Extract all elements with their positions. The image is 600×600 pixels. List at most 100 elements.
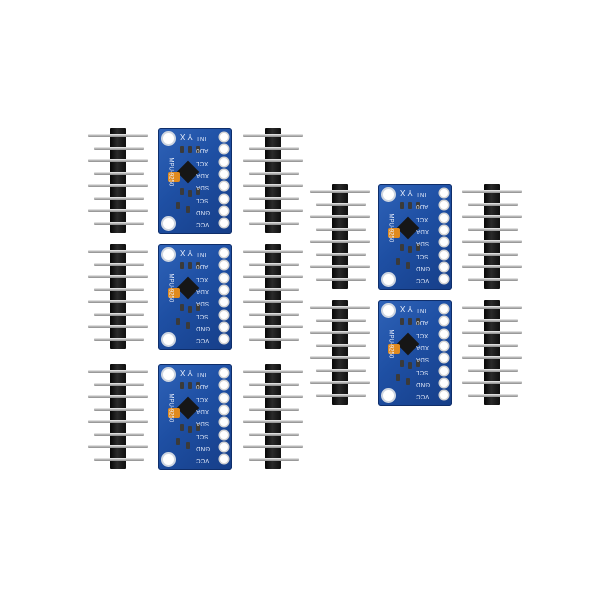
solder-pad bbox=[440, 366, 448, 375]
header-pin bbox=[243, 445, 303, 448]
pin-label: XCL bbox=[416, 331, 429, 338]
pin-header-right-1 bbox=[243, 244, 303, 349]
header-pin bbox=[249, 407, 299, 411]
header-pin bbox=[94, 407, 144, 411]
header-pin bbox=[310, 381, 370, 384]
header-pin bbox=[316, 277, 366, 281]
pin-label: SCL bbox=[196, 196, 209, 203]
solder-pad bbox=[220, 335, 228, 344]
pin-label: SDA bbox=[416, 240, 429, 247]
header-plastic-strip bbox=[265, 364, 281, 469]
mounting-hole bbox=[163, 133, 174, 144]
smd-component bbox=[188, 382, 192, 389]
header-pin bbox=[316, 318, 366, 322]
pin-label: GND bbox=[196, 444, 210, 451]
smd-component bbox=[186, 206, 190, 213]
pin-label: XCL bbox=[196, 275, 209, 282]
header-pin bbox=[88, 184, 148, 187]
mounting-hole bbox=[163, 369, 174, 380]
pin-label: SDA bbox=[416, 356, 429, 363]
smd-component bbox=[176, 318, 180, 325]
header-pin bbox=[316, 227, 366, 231]
pin-label: VCC bbox=[196, 337, 210, 344]
solder-pad bbox=[220, 430, 228, 439]
header-plastic-strip bbox=[265, 128, 281, 233]
header-pin bbox=[468, 252, 518, 256]
header-pin bbox=[88, 370, 148, 373]
pin-header-right-2 bbox=[243, 364, 303, 469]
smd-component bbox=[188, 306, 192, 313]
header-pin bbox=[310, 190, 370, 193]
smd-component bbox=[186, 442, 190, 449]
pin-label: GND bbox=[196, 324, 210, 331]
smd-component bbox=[408, 246, 412, 253]
solder-pad bbox=[220, 133, 228, 141]
smd-component bbox=[406, 378, 410, 385]
header-pin bbox=[462, 306, 522, 309]
solder-pad bbox=[220, 249, 228, 257]
smd-component bbox=[180, 424, 184, 431]
header-pin bbox=[462, 215, 522, 218]
pin-label: INT bbox=[416, 191, 427, 197]
pin-label: XDA bbox=[196, 407, 209, 414]
header-pin bbox=[243, 325, 303, 328]
voltage-regulator bbox=[388, 344, 400, 354]
mounting-hole bbox=[383, 305, 394, 316]
header-pin bbox=[88, 275, 148, 278]
solder-pad bbox=[440, 329, 448, 338]
pin-label: XDA bbox=[196, 171, 209, 178]
header-pin bbox=[249, 262, 299, 266]
header-plastic-strip bbox=[332, 184, 348, 289]
solder-pad bbox=[440, 213, 448, 222]
solder-pad bbox=[220, 157, 228, 166]
pin-label: INT bbox=[196, 371, 207, 377]
header-pin bbox=[88, 250, 148, 253]
mounting-hole bbox=[163, 218, 174, 229]
header-pin bbox=[310, 240, 370, 243]
header-pin bbox=[249, 432, 299, 436]
pin-label: AD0 bbox=[196, 383, 209, 390]
header-pin bbox=[243, 209, 303, 212]
solder-pad bbox=[220, 310, 228, 319]
header-pin bbox=[94, 146, 144, 150]
smd-component bbox=[196, 382, 200, 389]
axes-marking: Y X bbox=[180, 248, 193, 257]
header-pin bbox=[94, 171, 144, 175]
header-pin bbox=[310, 265, 370, 268]
solder-pad bbox=[220, 418, 228, 427]
mounting-hole bbox=[383, 189, 394, 200]
header-plastic-strip bbox=[265, 244, 281, 349]
header-pin bbox=[94, 457, 144, 461]
header-pin bbox=[249, 382, 299, 386]
header-pin bbox=[94, 262, 144, 266]
header-pin bbox=[468, 393, 518, 397]
header-pin bbox=[243, 420, 303, 423]
header-pin bbox=[462, 190, 522, 193]
smd-component bbox=[400, 318, 404, 325]
solder-pad bbox=[440, 378, 448, 387]
pin-label: SDA bbox=[196, 300, 209, 307]
smd-component bbox=[180, 262, 184, 269]
model-marking: MPU-9250 bbox=[167, 393, 174, 423]
solder-pad bbox=[440, 189, 448, 197]
header-pin bbox=[88, 134, 148, 137]
pin-label: VCC bbox=[196, 457, 210, 464]
header-plastic-strip bbox=[332, 300, 348, 405]
pin-label: VCC bbox=[196, 221, 210, 228]
header-pin bbox=[249, 196, 299, 200]
header-pin bbox=[88, 395, 148, 398]
solder-pad bbox=[220, 194, 228, 203]
mounting-hole bbox=[163, 454, 174, 465]
header-pin bbox=[243, 395, 303, 398]
pin-label: VCC bbox=[416, 393, 430, 400]
pin-label: SDA bbox=[196, 184, 209, 191]
header-pin bbox=[316, 368, 366, 372]
pin-label: XCL bbox=[196, 395, 209, 402]
header-pin bbox=[462, 331, 522, 334]
solder-pad bbox=[220, 285, 228, 294]
pin-label: XCL bbox=[196, 159, 209, 166]
header-pin bbox=[243, 250, 303, 253]
solder-pad bbox=[440, 201, 448, 210]
pin-label: AD0 bbox=[196, 263, 209, 270]
solder-pad bbox=[440, 250, 448, 259]
